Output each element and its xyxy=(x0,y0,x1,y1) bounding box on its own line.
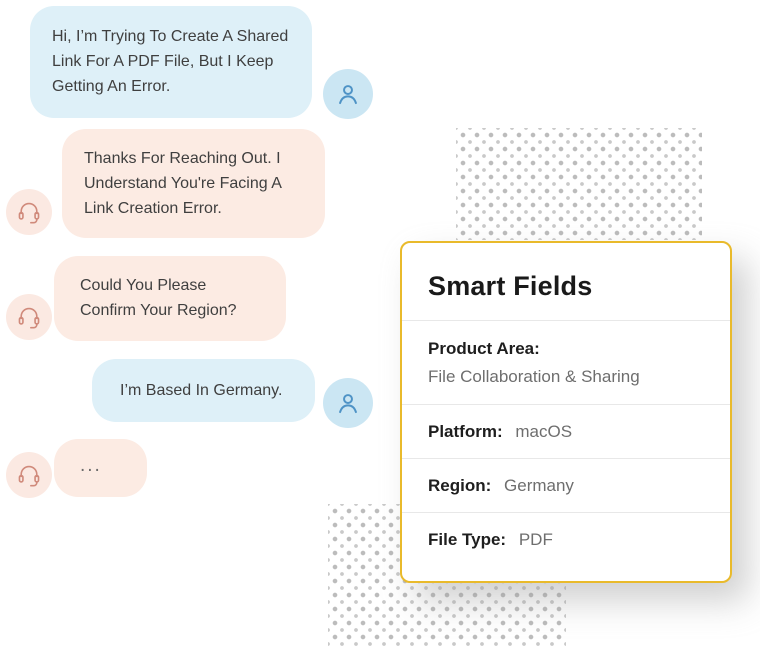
field-value: Germany xyxy=(504,476,574,495)
user-avatar xyxy=(323,378,373,428)
headset-icon xyxy=(18,202,40,224)
chat-bubble-user-1: Hi, I’m Trying To Create A Shared Link F… xyxy=(30,6,312,118)
field-label: Product Area: xyxy=(428,339,540,358)
chat-bubble-user-2: I’m Based In Germany. xyxy=(92,359,315,422)
field-product-area: Product Area: File Collaboration & Shari… xyxy=(402,321,730,404)
divider xyxy=(402,320,730,321)
headset-icon xyxy=(18,307,40,329)
chat-message-text: I’m Based In Germany. xyxy=(120,382,283,399)
agent-avatar xyxy=(6,452,52,498)
field-value: PDF xyxy=(518,530,553,549)
field-label: Platform: xyxy=(428,422,503,441)
divider xyxy=(402,404,730,405)
card-header: Smart Fields xyxy=(402,243,730,320)
chat-message-text: Thanks For Reaching Out. I Understand Yo… xyxy=(84,150,281,217)
field-label: Region: xyxy=(428,476,492,495)
chat-message-text: Hi, I’m Trying To Create A Shared Link F… xyxy=(52,28,289,95)
divider xyxy=(402,458,730,459)
person-icon xyxy=(339,85,357,105)
divider xyxy=(402,512,730,513)
person-icon xyxy=(339,394,357,414)
agent-avatar xyxy=(6,294,52,340)
dot-pattern-top-right xyxy=(456,128,702,240)
field-file-type: File Type: PDF xyxy=(402,513,730,566)
smart-fields-card: Smart Fields Product Area: File Collabor… xyxy=(400,241,732,583)
field-platform: Platform: macOS xyxy=(402,405,730,458)
field-value: File Collaboration & Sharing xyxy=(428,367,640,386)
chat-bubble-agent-typing: ... xyxy=(54,439,147,497)
chat-message-text: Could You Please Confirm Your Region? xyxy=(80,277,237,319)
user-avatar xyxy=(323,69,373,119)
field-label: File Type: xyxy=(428,530,507,549)
headset-icon xyxy=(18,465,40,487)
card-title: Smart Fields xyxy=(428,271,593,301)
field-value: macOS xyxy=(515,422,573,441)
field-region: Region: Germany xyxy=(402,459,730,512)
agent-avatar xyxy=(6,189,52,235)
typing-indicator: ... xyxy=(80,454,102,476)
chat-bubble-agent-2: Could You Please Confirm Your Region? xyxy=(54,256,286,341)
chat-bubble-agent-1: Thanks For Reaching Out. I Understand Yo… xyxy=(62,129,325,238)
